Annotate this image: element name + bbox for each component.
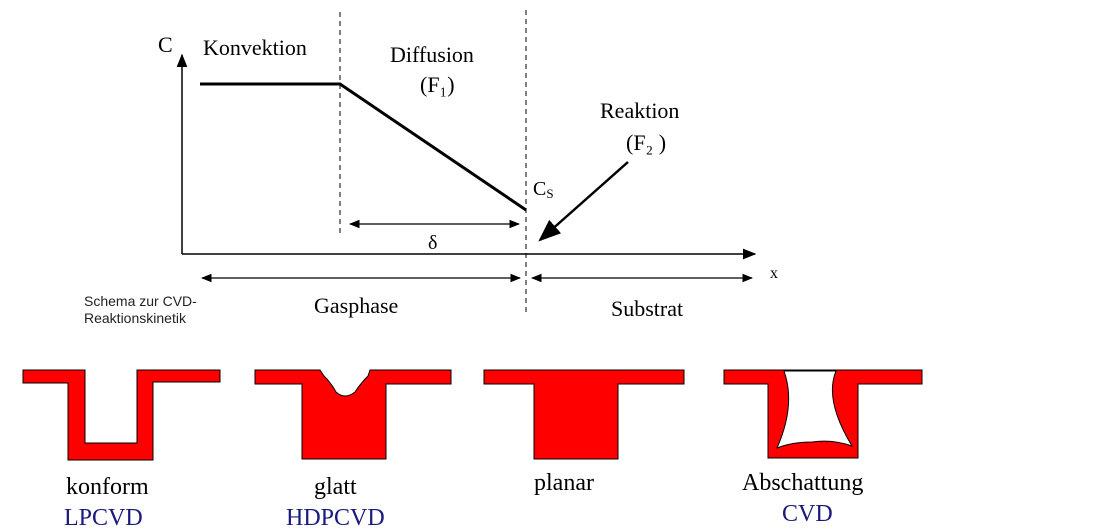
gas-phase-label: Gasphase: [314, 293, 398, 318]
diffusion-flux-label: (F₁): [420, 72, 455, 97]
method-label-lpcvd: LPCVD: [64, 505, 143, 530]
y-axis-label: C: [158, 32, 173, 57]
convection-label: Konvektion: [203, 35, 307, 60]
conformal-profile-shape: [22, 369, 221, 461]
method-label-hdpcvd: HDPCVD: [286, 505, 385, 530]
smooth-profile-shape: [254, 369, 452, 460]
profile-label-conformal: konform: [66, 474, 149, 500]
boundary-layer-label: δ: [428, 232, 437, 254]
profile-label-smooth: glatt: [314, 474, 357, 500]
reaction-arrow: [538, 161, 629, 242]
method-label-cvd: CVD: [782, 501, 833, 527]
reaction-flux-label: (F₂ ): [626, 130, 666, 155]
concentration-profile: [200, 82, 527, 212]
shadowing-void: [776, 370, 854, 449]
profile-label-shadowing: Abschattung: [742, 470, 863, 496]
profile-label-planar: planar: [534, 470, 594, 496]
diagram-caption-line2: Reaktionskinetik: [84, 310, 187, 326]
planar-profile-shape: [483, 369, 685, 460]
diagram-caption-line1: Schema zur CVD-: [84, 293, 197, 309]
reaction-label: Reaktion: [600, 98, 679, 123]
substrate-label: Substrat: [611, 296, 683, 321]
diffusion-label: Diffusion: [390, 42, 474, 67]
surface-concentration-label: CS: [533, 178, 554, 201]
x-axis-label: x: [770, 265, 778, 282]
